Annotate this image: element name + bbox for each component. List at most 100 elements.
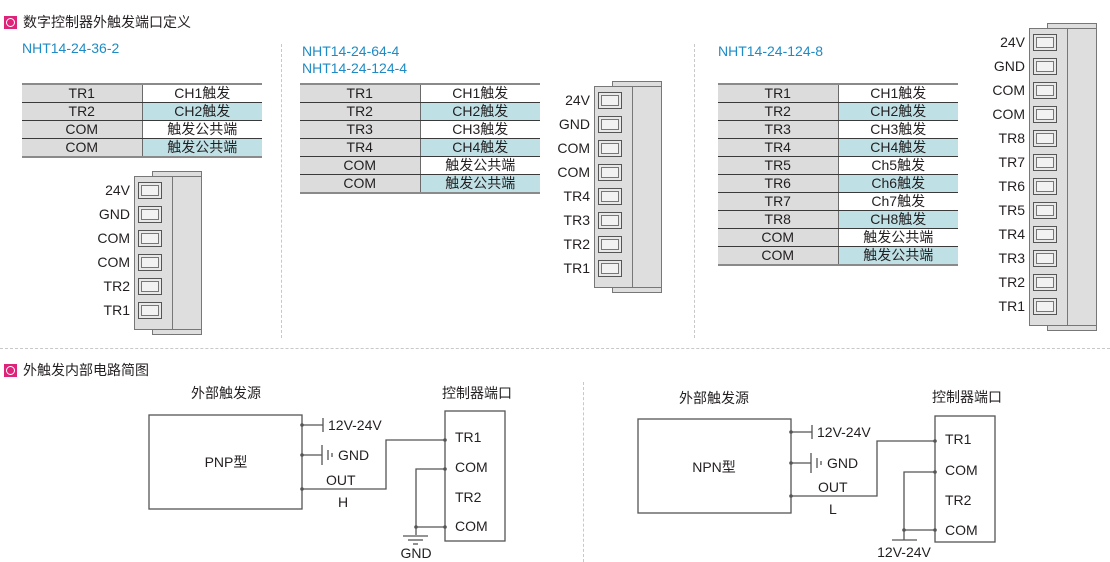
junction-dot <box>414 525 418 529</box>
source-box <box>148 414 303 510</box>
terminal-pin-label: COM <box>557 164 590 180</box>
pin-cell: TR5 <box>718 156 839 175</box>
controller-box <box>934 415 996 543</box>
wire-com-tie <box>903 471 935 531</box>
source-title: 外部触发源 <box>191 385 261 401</box>
terminal-pin-label: COM <box>97 230 130 246</box>
pin-cell: TR2 <box>22 102 143 121</box>
connector-tab <box>152 171 202 177</box>
pin-cell: COM <box>718 228 839 247</box>
terminal-slot <box>138 206 162 223</box>
terminal-slot <box>598 164 622 181</box>
source-type: NPN型 <box>692 459 736 475</box>
desc-cell: Ch7触发 <box>838 192 958 211</box>
terminal-slot <box>1033 274 1057 291</box>
connector-tab <box>152 329 202 335</box>
terminal-slot <box>598 140 622 157</box>
junction-dot <box>300 423 304 427</box>
junction-dot <box>443 467 447 471</box>
pin-cell: TR4 <box>300 138 421 157</box>
pin-cell: TR1 <box>718 83 839 103</box>
desc-cell: 触发公共端 <box>420 174 540 194</box>
desc-cell: CH2触发 <box>142 102 262 121</box>
terminal-slot <box>1033 130 1057 147</box>
terminal-slot <box>598 212 622 229</box>
terminal-pin-label: 24V <box>105 182 130 198</box>
supply-label: 12V-24V <box>328 417 382 433</box>
gnd-label: GND <box>827 455 858 471</box>
desc-cell: CH4触发 <box>838 138 958 157</box>
connector-tab <box>1047 325 1097 331</box>
com-tie-label: 12V-24V <box>877 544 931 560</box>
section-title-port-definition: 数字控制器外触发端口定义 <box>4 12 191 32</box>
terminal-pin-label: COM <box>557 140 590 156</box>
junction-dot <box>300 453 304 457</box>
terminal-slot <box>138 230 162 247</box>
terminal-slot <box>1033 154 1057 171</box>
desc-cell: CH1触发 <box>838 83 958 103</box>
controller-title: 控制器端口 <box>442 385 512 401</box>
column-divider <box>281 44 282 338</box>
desc-cell: CH1触发 <box>420 83 540 103</box>
model-name: NHT14-24-124-4 <box>302 60 408 76</box>
junction-dot <box>300 487 304 491</box>
com-tie-label: GND <box>400 545 431 561</box>
terminal-pin-label: 24V <box>565 92 590 108</box>
column-divider <box>583 382 584 562</box>
connector-divider <box>1067 28 1068 326</box>
terminal-pin-label: COM <box>992 82 1025 98</box>
terminal-slot <box>1033 178 1057 195</box>
terminal-slot <box>598 92 622 109</box>
desc-cell: 触发公共端 <box>142 138 262 158</box>
terminal-pin-label: TR8 <box>998 130 1025 146</box>
terminal-pin-label: TR1 <box>998 298 1025 314</box>
controller-pin: TR1 <box>455 429 482 445</box>
model-name: NHT14-24-64-4 <box>302 43 400 59</box>
terminal-pin-label: GND <box>98 206 130 222</box>
terminal-pin-label: GND <box>993 58 1025 74</box>
column-divider <box>694 44 695 338</box>
terminal-slot <box>1033 250 1057 267</box>
pin-cell: TR2 <box>300 102 421 121</box>
terminal-slot <box>598 260 622 277</box>
out-label: OUT <box>326 472 356 488</box>
terminal-pin-label: 24V <box>1000 34 1025 50</box>
controller-pin: COM <box>455 518 488 534</box>
desc-cell: CH8触发 <box>838 210 958 229</box>
terminal-pin-label: TR1 <box>103 302 130 318</box>
terminal-slot <box>138 302 162 319</box>
terminal-slot <box>138 254 162 271</box>
supply-label: 12V-24V <box>817 424 871 440</box>
pin-cell: COM <box>300 174 421 194</box>
desc-cell: CH4触发 <box>420 138 540 157</box>
terminal-slot <box>1033 34 1057 51</box>
pin-cell: TR1 <box>22 83 143 103</box>
controller-pin: TR2 <box>945 492 972 508</box>
pin-cell: COM <box>22 138 143 158</box>
desc-cell: 触发公共端 <box>838 246 958 266</box>
pin-cell: TR7 <box>718 192 839 211</box>
terminal-pin-label: TR3 <box>563 212 590 228</box>
controller-pin: COM <box>455 459 488 475</box>
wire-out-to-tr1 <box>791 440 935 497</box>
controller-pin: TR2 <box>455 489 482 505</box>
desc-cell: 触发公共端 <box>838 228 958 247</box>
source-title: 外部触发源 <box>679 390 749 406</box>
junction-dot <box>902 528 906 532</box>
connector-tab <box>612 287 662 293</box>
gnd-label: GND <box>338 447 369 463</box>
junction-dot <box>443 438 447 442</box>
terminal-pin-label: TR1 <box>563 260 590 276</box>
desc-cell: Ch5触发 <box>838 156 958 175</box>
